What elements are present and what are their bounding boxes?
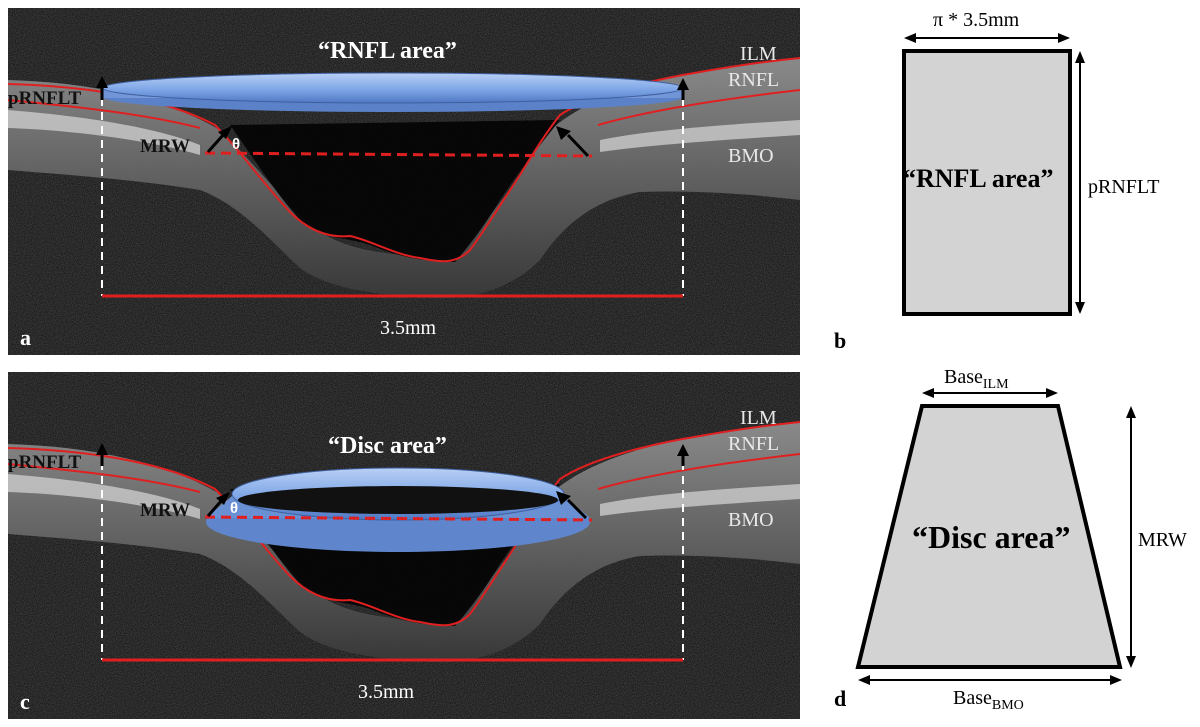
- mrw-label: MRW: [140, 136, 190, 157]
- mrw-arrowhead-right-c: [556, 491, 571, 505]
- disc-area-center-label: “Disc area”: [912, 519, 1070, 555]
- bmo-dashed-line: [204, 151, 593, 158]
- mrw-arrow-left-c: [206, 499, 224, 517]
- retina-bright-band: [8, 110, 800, 155]
- mrw-arrowhead-right: [556, 126, 571, 140]
- top-base-label: BaseILM: [944, 366, 1009, 392]
- height-arrowhead-top: [1075, 51, 1085, 63]
- prnflt-arrowhead-left: [96, 76, 108, 88]
- mrw-arrow-right: [566, 133, 590, 158]
- rnfl-area-rectangle: [902, 49, 1072, 316]
- retina-tissue: [8, 58, 800, 299]
- disc-area-upper-inner: [238, 486, 558, 514]
- bottom-base-arrowhead-right: [1110, 675, 1122, 685]
- rnfl-line-left: [7, 99, 201, 129]
- theta-label: θ: [232, 136, 240, 153]
- panel-b: π * 3.5mm pRNFLT “RNFL area” b: [834, 9, 1160, 353]
- disc-area-trapezoid: [855, 404, 1123, 669]
- width-label: π * 3.5mm: [933, 9, 1020, 31]
- mrw-side-label: MRW: [1138, 529, 1187, 551]
- top-base-arrowhead-right: [1046, 388, 1058, 398]
- prnflt-arrowhead-right-c: [677, 444, 689, 456]
- bottom-base-label: BaseBMO: [953, 687, 1024, 713]
- prnflt-label: pRNFLT: [8, 88, 82, 109]
- panel-d: BaseILM MRW BaseBMO “Disc area” d: [834, 366, 1187, 713]
- panel-letter-d: d: [834, 686, 846, 711]
- rnfl-area-disc: [102, 72, 684, 104]
- retina-bright-band-c: [8, 474, 800, 519]
- mrw-arrowhead-left-c: [216, 492, 230, 505]
- height-label: pRNFLT: [1088, 176, 1160, 198]
- mrw-arrow-left: [206, 133, 226, 153]
- scale-label-c: 3.5mm: [358, 681, 415, 703]
- bmo-label-c: BMO: [728, 509, 774, 531]
- top-base-arrowhead-left: [922, 388, 934, 398]
- rnfl-label-c: RNFL: [728, 433, 779, 455]
- mrw-label-c: MRW: [140, 500, 190, 521]
- rnfl-area-center-label: “RNFL area”: [903, 164, 1053, 193]
- theta-label-c: θ: [230, 500, 238, 517]
- panel-letter-c: c: [20, 689, 30, 714]
- disc-area-title: “Disc area”: [328, 433, 447, 459]
- bottom-base-arrowhead-left: [858, 675, 870, 685]
- panel-a: 3.5mm “RNFL area” ILM RNFL BMO pRNFLT MR…: [7, 8, 801, 355]
- retina-tissue-c: [8, 422, 800, 663]
- mrw-height-arrowhead-bottom: [1126, 656, 1136, 668]
- prnflt-label-c: pRNFLT: [8, 452, 82, 473]
- width-arrowhead-left: [904, 33, 916, 43]
- rnfl-line-left-c: [7, 463, 201, 493]
- panel-c: 3.5mm “Disc area” ILM RNFL BMO pRNFLT MR…: [7, 372, 801, 719]
- rnfl-label: RNFL: [728, 69, 779, 91]
- ilm-label-c: ILM: [740, 407, 777, 429]
- mrw-arrowhead-left: [218, 126, 232, 139]
- panel-letter-a: a: [20, 325, 31, 350]
- bmo-dashed-line-c: [204, 515, 593, 522]
- bmo-label: BMO: [728, 145, 774, 167]
- prnflt-arrowhead-left-c: [96, 443, 108, 455]
- rnfl-area-title: “RNFL area”: [318, 38, 457, 64]
- ilm-label: ILM: [740, 43, 777, 65]
- mrw-arrow-right-c: [566, 498, 588, 520]
- rnfl-line-right-c: [597, 453, 801, 490]
- prnflt-arrowhead-right: [677, 78, 689, 90]
- ilm-line-c: [7, 421, 801, 627]
- height-arrowhead-bottom: [1075, 302, 1085, 314]
- panel-letter-b: b: [834, 328, 846, 353]
- mrw-height-arrowhead-top: [1126, 406, 1136, 418]
- width-arrowhead-right: [1058, 33, 1070, 43]
- rnfl-line-right: [597, 89, 801, 126]
- scale-label: 3.5mm: [380, 317, 437, 339]
